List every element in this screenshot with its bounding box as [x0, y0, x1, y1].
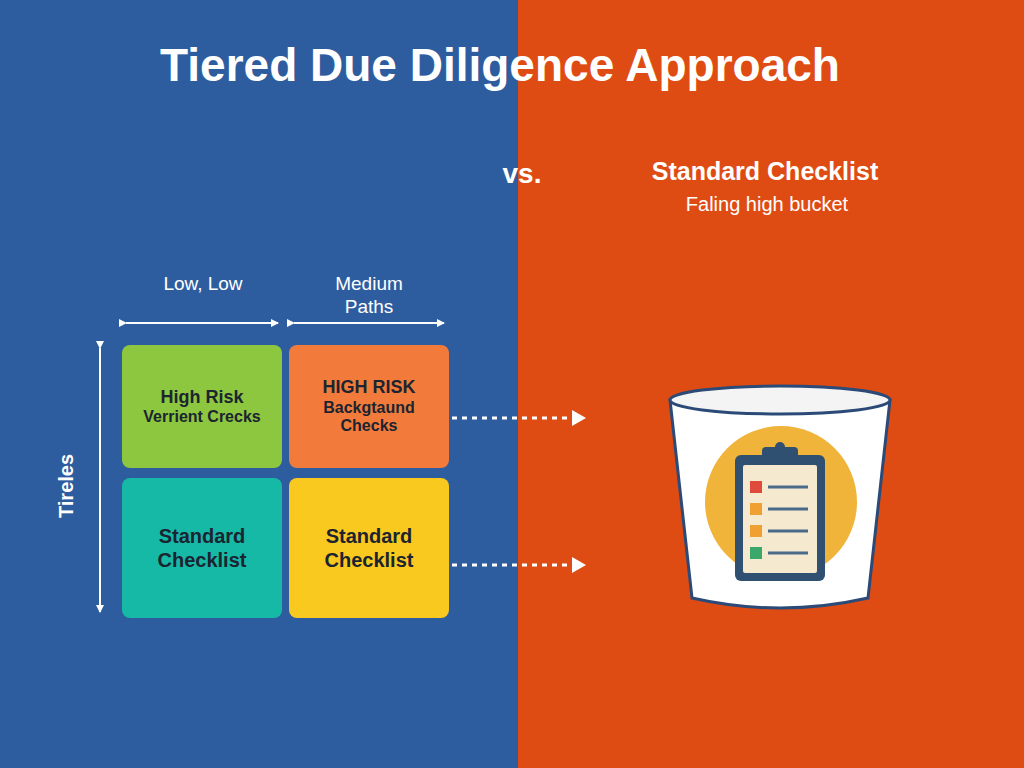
- risk-box: High RiskVerrient Crecks: [122, 345, 282, 468]
- bucket: [670, 386, 890, 608]
- dotted-arrow: [452, 417, 574, 420]
- column-header: Low, Low: [163, 273, 243, 296]
- column-header: Medium Paths: [314, 273, 424, 319]
- box-body: Backgtaund Checks: [299, 399, 439, 436]
- dotted-arrow: [452, 564, 574, 567]
- column-arrow: [126, 322, 278, 324]
- axis-arrow: [99, 348, 101, 612]
- risk-box: Standard Checklist: [122, 478, 282, 618]
- axis-label: Tireles: [54, 436, 78, 536]
- box-body: Verrient Crecks: [143, 408, 260, 426]
- box-heading: Standard Checklist: [299, 524, 439, 572]
- versus-label: vs.: [470, 157, 574, 191]
- bucket-heading: Standard Checklist: [565, 156, 965, 186]
- arrow-head: [572, 410, 586, 426]
- risk-box: Standard Checklist: [289, 478, 449, 618]
- box-heading: Standard Checklist: [132, 524, 272, 572]
- box-heading: HIGH RISK: [322, 377, 415, 399]
- orange-panel: [518, 0, 1024, 768]
- column-arrow: [294, 322, 444, 324]
- bucket-subtitle: Faling high bucket: [567, 192, 967, 216]
- box-heading: High Risk: [160, 387, 243, 409]
- risk-box: HIGH RISKBackgtaund Checks: [289, 345, 449, 468]
- diagram-title: Tiered Due Diligence Approach: [0, 38, 1000, 93]
- arrow-head: [572, 557, 586, 573]
